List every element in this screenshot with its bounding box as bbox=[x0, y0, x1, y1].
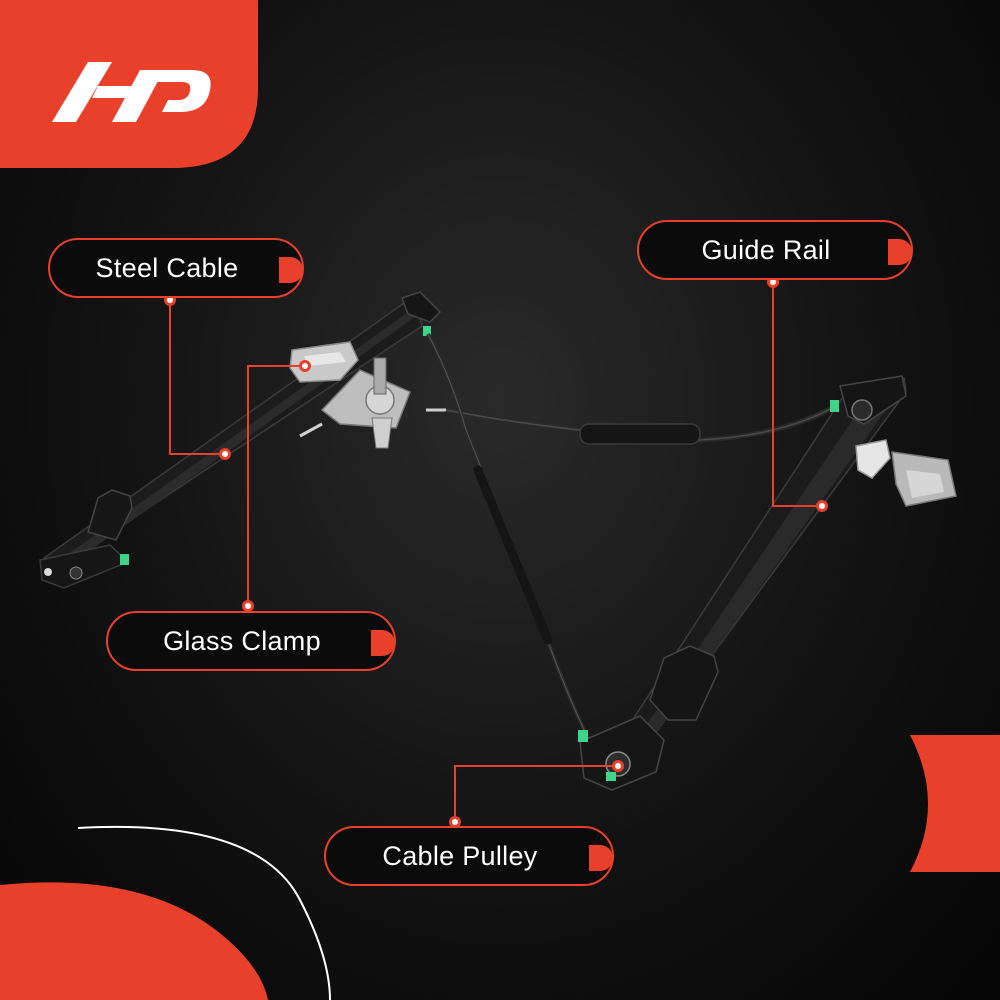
steel-cable-callout: Steel Cable bbox=[48, 238, 304, 298]
callout-tab-shape bbox=[888, 239, 912, 265]
bottom-left-accent-shape bbox=[0, 882, 268, 1000]
callout-tab-shape bbox=[279, 257, 303, 283]
callout-tab-shape bbox=[589, 845, 613, 871]
brand-logo bbox=[52, 62, 211, 122]
guide-rail-target-dot bbox=[816, 500, 828, 512]
steel-cable-target-dot bbox=[219, 448, 231, 460]
brand-corner-shape bbox=[0, 0, 258, 168]
guide-rail-callout: Guide Rail bbox=[637, 220, 913, 280]
callout-tab-shape bbox=[371, 630, 395, 656]
callout-label: Cable Pulley bbox=[382, 840, 538, 871]
cable-pulley-target-dot bbox=[612, 760, 624, 772]
glass-clamp-target-dot bbox=[299, 360, 311, 372]
callout-leader-lines bbox=[169, 282, 822, 822]
bottom-left-outline-arc bbox=[77, 825, 331, 1000]
glass-clamp-callout: Glass Clamp bbox=[106, 611, 396, 671]
glass-clamp-anchor-dot bbox=[242, 600, 254, 612]
right-accent-shape bbox=[910, 735, 1000, 872]
cable-pulley-callout: Cable Pulley bbox=[324, 826, 614, 886]
callout-label: Glass Clamp bbox=[163, 625, 321, 656]
callout-label: Steel Cable bbox=[95, 252, 239, 283]
window-regulator-image bbox=[39, 291, 957, 791]
callout-label: Guide Rail bbox=[701, 234, 831, 265]
